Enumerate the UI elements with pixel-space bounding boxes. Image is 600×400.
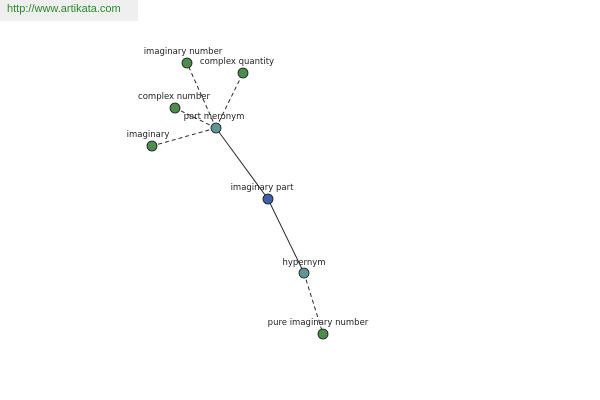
node-part-meronym[interactable]: part meronym bbox=[184, 112, 245, 134]
node-imaginary-part-label[interactable]: imaginary part bbox=[231, 183, 295, 193]
node-complex-number[interactable]: complex number bbox=[138, 92, 210, 114]
node-complex-number-label[interactable]: complex number bbox=[138, 92, 210, 102]
node-imaginary-number-label[interactable]: imaginary number bbox=[144, 47, 223, 57]
node-complex-quantity-marker[interactable] bbox=[237, 67, 249, 79]
node-imaginary[interactable]: imaginary bbox=[127, 130, 170, 152]
node-imaginary-marker[interactable] bbox=[146, 140, 158, 152]
node-complex-quantity-label[interactable]: complex quantity bbox=[200, 57, 274, 67]
node-imaginary-label[interactable]: imaginary bbox=[127, 130, 170, 140]
edge-part-meronym-to-complex-quantity bbox=[215, 72, 244, 129]
edge-hypernym-to-pure-imaginary-number bbox=[303, 272, 324, 335]
edge-part-meronym-to-imaginary-number bbox=[186, 62, 217, 129]
graph-edges bbox=[151, 62, 324, 335]
node-complex-quantity[interactable]: complex quantity bbox=[200, 57, 274, 79]
node-imaginary-number-marker[interactable] bbox=[181, 57, 193, 69]
source-url[interactable]: http://www.artikata.com bbox=[0, 0, 138, 21]
node-pure-imaginary-number-label[interactable]: pure imaginary number bbox=[268, 318, 369, 328]
node-imaginary-number[interactable]: imaginary number bbox=[144, 47, 223, 69]
edge-imaginary-part-to-hypernym bbox=[267, 198, 305, 274]
edge-part-meronym-to-complex-number bbox=[174, 107, 217, 129]
edge-imaginary-part-to-part-meronym bbox=[215, 127, 269, 200]
node-part-meronym-marker[interactable] bbox=[210, 122, 222, 134]
node-hypernym-label[interactable]: hypernym bbox=[282, 258, 325, 268]
node-imaginary-part[interactable]: imaginary part bbox=[231, 183, 295, 205]
node-pure-imaginary-number[interactable]: pure imaginary number bbox=[268, 318, 369, 340]
node-complex-number-marker[interactable] bbox=[169, 102, 181, 114]
node-pure-imaginary-number-marker[interactable] bbox=[317, 328, 329, 340]
node-hypernym-marker[interactable] bbox=[298, 267, 310, 279]
node-hypernym[interactable]: hypernym bbox=[282, 258, 326, 279]
node-imaginary-part-marker[interactable] bbox=[262, 193, 274, 205]
node-part-meronym-label[interactable]: part meronym bbox=[184, 112, 245, 122]
